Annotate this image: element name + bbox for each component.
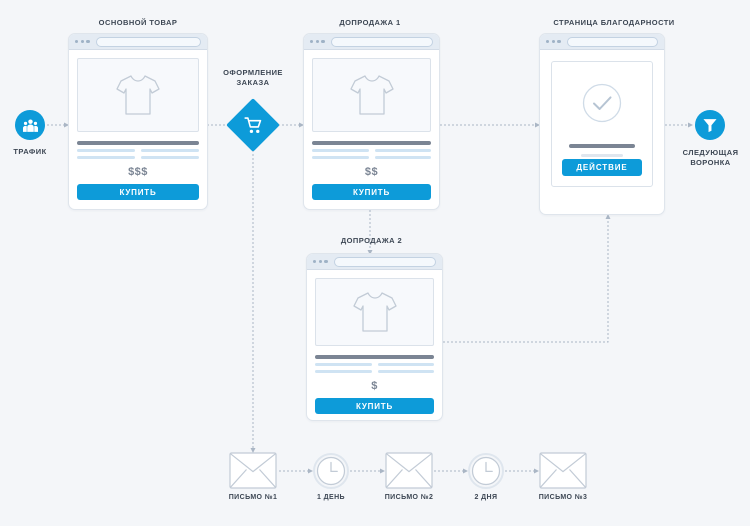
browser-chrome: [304, 34, 439, 50]
window-dots: [310, 39, 325, 44]
hero-image: [77, 58, 199, 132]
hero-image: [312, 58, 431, 132]
page-body: $ КУПИТЬ: [307, 270, 442, 423]
browser-mockup-upsell-2[interactable]: $ КУПИТЬ: [306, 253, 443, 421]
browser-mockup-thank-you[interactable]: ДЕЙСТВИЕ: [539, 33, 665, 215]
browser-chrome: [307, 254, 442, 270]
page-title-thank-you: СТРАНИЦА БЛАГОДАРНОСТИ: [553, 18, 675, 27]
delay-node-1[interactable]: [313, 453, 349, 494]
address-bar[interactable]: [333, 256, 436, 267]
email-node-1[interactable]: [229, 452, 277, 494]
title-bar: [312, 141, 431, 145]
page-body: $$$ КУПИТЬ: [69, 50, 207, 209]
price-upsell-2: $: [371, 380, 378, 392]
window-dots: [546, 39, 561, 44]
price-upsell-1: $$: [364, 166, 379, 178]
title-bar: [315, 355, 434, 359]
text-bars-row-1: [315, 363, 434, 366]
email-label-3: ПИСЬМО №3: [538, 494, 588, 501]
tshirt-icon: [352, 292, 397, 332]
browser-chrome: [540, 34, 664, 50]
next-funnel-node[interactable]: [695, 110, 725, 140]
price-main-product: $$$: [128, 166, 148, 178]
title-bar: [569, 144, 635, 148]
checkout-label-line2: ЗАКАЗА: [236, 78, 270, 87]
hero-image: [315, 278, 434, 346]
browser-chrome: [69, 34, 207, 50]
subtitle-bar: [581, 154, 623, 158]
funnel-icon: [703, 119, 717, 133]
browser-mockup-main-product[interactable]: $$$ КУПИТЬ: [68, 33, 208, 210]
text-bars-row-2: [77, 156, 199, 159]
email-node-2[interactable]: [385, 452, 433, 494]
delay-label-2: 2 ДНЯ: [474, 494, 498, 501]
action-button-thank-you[interactable]: ДЕЙСТВИЕ: [562, 159, 642, 176]
address-bar[interactable]: [566, 36, 658, 47]
check-circle-icon: [582, 83, 622, 123]
clock-icon: [468, 453, 504, 489]
text-bars-row-2: [312, 156, 431, 159]
buy-button-main-product[interactable]: КУПИТЬ: [77, 184, 199, 200]
delay-label-1: 1 ДЕНЬ: [317, 494, 345, 501]
page-title-main-product: ОСНОВНОЙ ТОВАР: [98, 18, 178, 27]
title-bar: [77, 141, 199, 145]
page-body: ДЕЙСТВИЕ: [540, 50, 664, 199]
text-bars-row-2: [315, 370, 434, 373]
envelope-icon: [539, 452, 587, 489]
confirmation-card: ДЕЙСТВИЕ: [551, 61, 653, 187]
text-bars-row-1: [77, 149, 199, 152]
buy-button-upsell-2[interactable]: КУПИТЬ: [315, 398, 434, 414]
envelope-icon: [229, 452, 277, 489]
email-label-2: ПИСЬМО №2: [384, 494, 434, 501]
next-funnel-label-line2: ВОРОНКА: [690, 158, 731, 167]
address-bar[interactable]: [330, 36, 433, 47]
checkout-label-line1: ОФОРМЛЕНИЕ: [223, 68, 283, 77]
page-title-upsell-1: ДОПРОДАЖА 1: [339, 18, 401, 27]
page-title-upsell-2: ДОПРОДАЖА 2: [340, 236, 403, 245]
address-bar[interactable]: [95, 36, 201, 47]
checkout-node-icon-wrap: [234, 106, 272, 144]
envelope-icon: [385, 452, 433, 489]
browser-mockup-upsell-1[interactable]: $$ КУПИТЬ: [303, 33, 440, 210]
people-group-icon: [22, 118, 38, 132]
delay-node-2[interactable]: [468, 453, 504, 494]
text-bars-row-1: [312, 149, 431, 152]
window-dots: [75, 39, 90, 44]
page-body: $$ КУПИТЬ: [304, 50, 439, 209]
shopping-cart-icon: [243, 116, 261, 133]
traffic-node[interactable]: [15, 110, 45, 140]
clock-icon: [313, 453, 349, 489]
traffic-label: ТРАФИК: [13, 147, 47, 156]
tshirt-icon: [116, 75, 160, 115]
window-dots: [313, 259, 328, 264]
email-node-3[interactable]: [539, 452, 587, 494]
buy-button-upsell-1[interactable]: КУПИТЬ: [312, 184, 431, 200]
next-funnel-label-line1: СЛЕДУЮЩАЯ: [682, 148, 739, 157]
tshirt-icon: [349, 75, 394, 115]
email-label-1: ПИСЬМО №1: [228, 494, 278, 501]
